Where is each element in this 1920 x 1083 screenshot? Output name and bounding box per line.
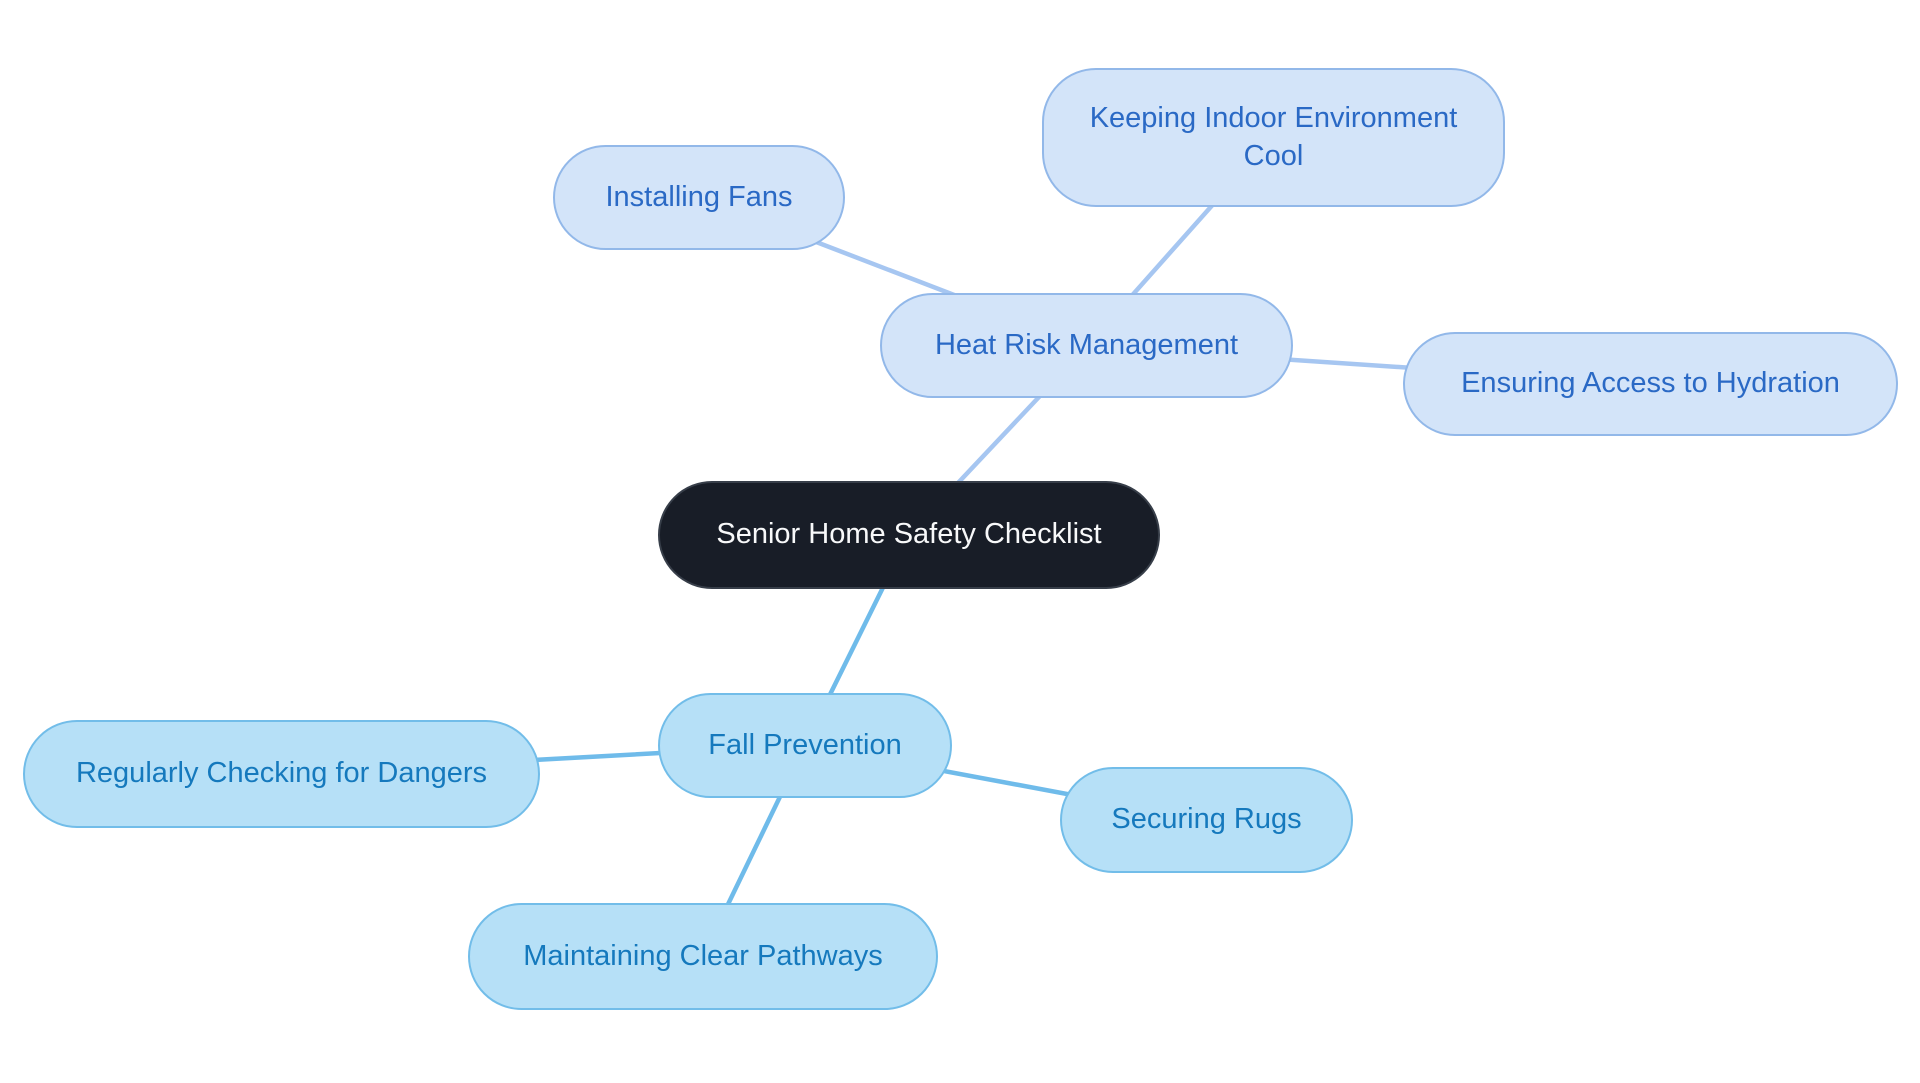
leaf-node-label: Installing Fans [605,180,793,213]
leaf-node-label: Maintaining Clear Pathways [523,939,883,972]
leaf-node-securing-rugs[interactable]: Securing Rugs [1060,767,1353,873]
leaf-node-maintaining-clear-pathways[interactable]: Maintaining Clear Pathways [468,903,938,1010]
leaf-node-label: Regularly Checking for Dangers [75,757,488,790]
leaf-node-regularly-checking-for-dangers[interactable]: Regularly Checking for Dangers [23,720,540,828]
branch-node-label: Fall Prevention [708,728,902,761]
leaf-node-ensuring-access-to-hydration[interactable]: Ensuring Access to Hydration [1403,332,1898,436]
leaf-node-label: Ensuring Access to Hydration [1461,367,1840,400]
leaf-node-installing-fans[interactable]: Installing Fans [553,145,845,250]
root-node-label: Senior Home Safety Checklist [716,518,1102,551]
branch-node-heat-risk-management[interactable]: Heat Risk Management [880,293,1293,398]
leaf-node-keeping-indoor-environment-cool[interactable]: Keeping Indoor Environment Cool [1042,68,1505,207]
branch-node-label: Heat Risk Management [934,328,1239,361]
branch-node-fall-prevention[interactable]: Fall Prevention [658,693,952,798]
root-node-senior-home-safety-checklist[interactable]: Senior Home Safety Checklist [658,481,1160,589]
leaf-node-label: Keeping Indoor Environment Cool [1089,102,1458,172]
leaf-node-label: Securing Rugs [1111,803,1302,836]
